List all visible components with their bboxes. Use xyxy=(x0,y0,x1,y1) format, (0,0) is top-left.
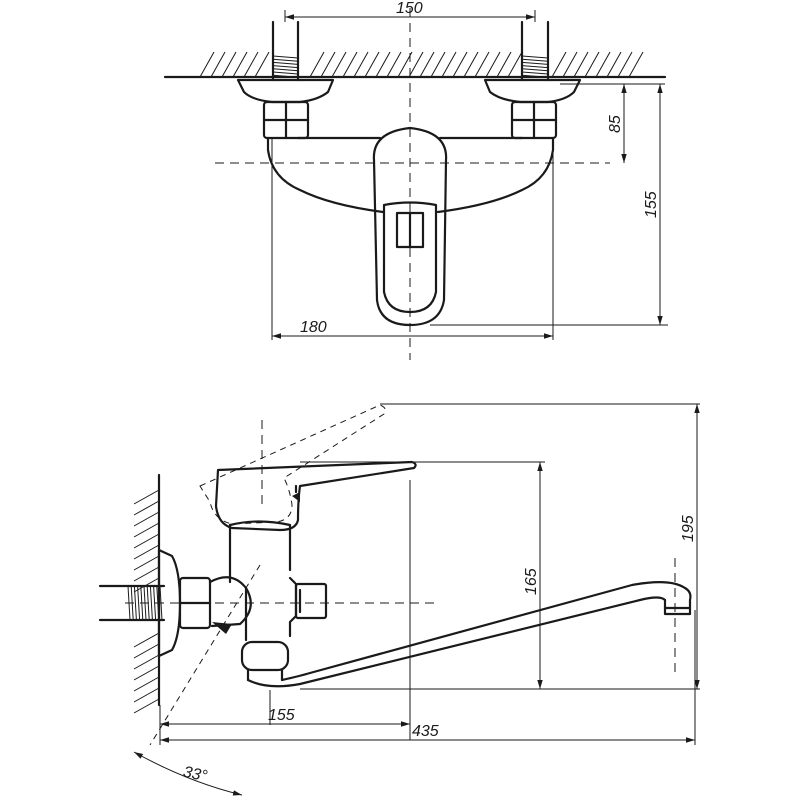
angle-dimension: 33° xyxy=(133,751,243,796)
dimension-165-label: 165 xyxy=(523,568,540,595)
mixer-body-side xyxy=(228,520,298,682)
swivel-angle-line xyxy=(149,564,261,746)
dimension-195-label: 195 xyxy=(680,515,697,542)
lever-handle-side xyxy=(214,460,417,532)
right-inlet-pipe xyxy=(520,20,550,82)
dimension-180: 180 xyxy=(272,319,553,339)
side-inlet-pipe xyxy=(98,584,166,622)
right-escutcheon xyxy=(483,78,582,104)
dimension-195: 195 xyxy=(680,404,700,689)
dimension-155-horizontal: 155 xyxy=(160,707,410,727)
dimension-85-label: 85 xyxy=(607,115,624,133)
wall-hatching-top xyxy=(163,51,667,79)
left-escutcheon xyxy=(236,78,335,104)
mixer-body-front xyxy=(266,136,555,214)
dimension-435: 435 xyxy=(160,723,695,743)
dimension-155-vertical: 155 xyxy=(643,84,663,325)
front-view: 150 180 85 155 xyxy=(163,0,668,360)
swivel-spout xyxy=(246,581,692,688)
side-view: 165 195 155 435 33° xyxy=(98,403,700,796)
side-outlet-fitting xyxy=(294,582,328,620)
lever-handle-rotated xyxy=(199,404,386,525)
left-inlet-pipe xyxy=(271,20,300,82)
dimension-165: 165 xyxy=(523,462,543,689)
angle-label: 33° xyxy=(182,764,210,786)
dimension-180-label: 180 xyxy=(300,319,327,336)
side-eccentric xyxy=(208,576,252,634)
left-nut xyxy=(262,100,310,140)
dimension-155-horizontal-label: 155 xyxy=(268,707,295,724)
right-nut xyxy=(510,100,558,140)
dimension-155-vertical-label: 155 xyxy=(643,191,660,218)
dimension-150-label: 150 xyxy=(396,0,423,17)
dimension-150: 150 xyxy=(285,0,535,20)
dimension-85: 85 xyxy=(607,84,627,163)
dimension-435-label: 435 xyxy=(412,723,439,740)
